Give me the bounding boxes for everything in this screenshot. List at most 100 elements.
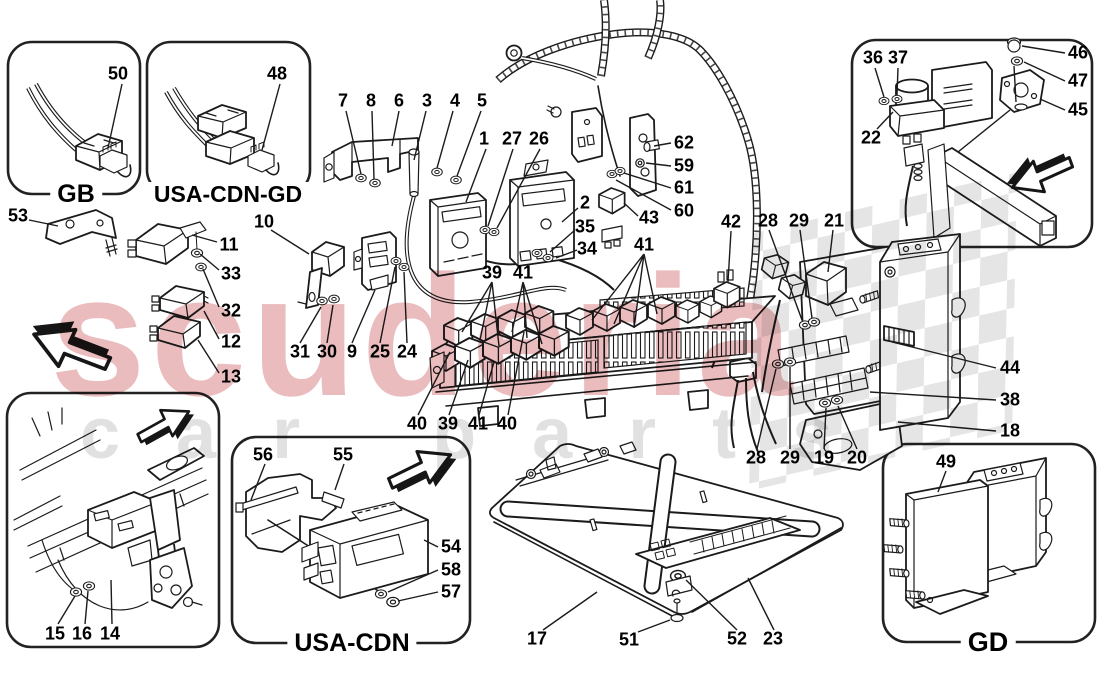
part-label-46: 46 <box>1067 42 1089 63</box>
relay-11 <box>127 221 207 265</box>
bracket-53 <box>45 209 118 257</box>
part-label-12: 12 <box>220 331 242 352</box>
part-label-41: 41 <box>467 413 489 434</box>
part-label-38: 38 <box>999 389 1021 410</box>
part-label-25: 25 <box>369 341 391 362</box>
part-label-7: 7 <box>337 90 349 111</box>
part-label-22: 22 <box>860 127 882 148</box>
part-label-30: 30 <box>316 341 338 362</box>
sensor-45 <box>999 69 1045 113</box>
fuse-cover-23 <box>635 515 801 569</box>
part-label-5: 5 <box>476 90 488 111</box>
part-label-42: 42 <box>720 211 742 232</box>
frame-top-right <box>850 37 1094 249</box>
relay-43 <box>598 187 626 249</box>
part-label-31: 31 <box>289 341 311 362</box>
part-label-24: 24 <box>396 341 418 362</box>
pin-3 <box>408 148 420 198</box>
part-label-36: 36 <box>862 47 884 68</box>
part-label-8: 8 <box>365 90 377 111</box>
part-label-9: 9 <box>346 341 358 362</box>
part-label-41: 41 <box>512 262 534 283</box>
frame-usa-cdn-gd <box>145 40 312 196</box>
plug-50 <box>99 149 128 174</box>
part-label-37: 37 <box>887 47 909 68</box>
part-label-39: 39 <box>481 262 503 283</box>
part-label-20: 20 <box>846 447 868 468</box>
module-14 <box>87 489 181 567</box>
part-label-50: 50 <box>107 63 129 84</box>
part-label-41: 41 <box>633 234 655 255</box>
control-unit-54 <box>301 501 429 599</box>
part-label-4: 4 <box>449 90 461 111</box>
part-label-48: 48 <box>266 63 288 84</box>
part-label-32: 32 <box>220 300 242 321</box>
solenoid-22 <box>889 78 945 227</box>
frame-label-usa-cdn-gd: USA-CDN-GD <box>146 182 310 206</box>
part-label-18: 18 <box>999 420 1021 441</box>
part-label-3: 3 <box>421 90 433 111</box>
plug-48 <box>247 149 275 173</box>
frame-label-gd: GD <box>960 628 1016 656</box>
part-label-43: 43 <box>638 207 660 228</box>
part-label-1: 1 <box>478 128 490 149</box>
direction-arrow <box>131 396 202 455</box>
part-label-51: 51 <box>618 629 640 650</box>
direction-arrow <box>381 437 465 504</box>
part-label-2: 2 <box>579 192 591 213</box>
part-label-45: 45 <box>1067 99 1089 120</box>
frame-label-usa-cdn: USA-CDN <box>287 630 417 656</box>
part-label-27: 27 <box>501 128 523 149</box>
direction-arrow <box>20 304 120 387</box>
part-label-54: 54 <box>440 536 462 557</box>
frame-gd <box>881 442 1097 644</box>
part-label-14: 14 <box>99 623 121 644</box>
part-label-6: 6 <box>393 90 405 111</box>
bracket-55 <box>245 473 337 553</box>
part-label-55: 55 <box>332 444 354 465</box>
part-label-19: 19 <box>813 447 835 468</box>
connector-plate-top <box>546 105 603 163</box>
part-label-13: 13 <box>220 366 242 387</box>
fuse-relay-board <box>429 269 776 427</box>
part-label-28: 28 <box>757 210 779 231</box>
frame-label-gb: GB <box>50 181 102 207</box>
relay-10 <box>297 241 345 309</box>
part-label-40: 40 <box>406 413 428 434</box>
bracket-6 <box>323 137 419 183</box>
relay-13 <box>149 315 201 349</box>
part-label-17: 17 <box>526 628 548 649</box>
bracket-59 <box>629 113 660 197</box>
part-label-21: 21 <box>823 210 845 231</box>
part-label-59: 59 <box>673 155 695 176</box>
control-unit-1 <box>429 192 487 277</box>
part-label-34: 34 <box>576 238 598 259</box>
part-label-16: 16 <box>71 623 93 644</box>
part-label-11: 11 <box>219 234 239 255</box>
control-unit-2 <box>509 159 575 267</box>
part-label-39: 39 <box>437 413 459 434</box>
part-label-26: 26 <box>528 128 550 149</box>
part-label-58: 58 <box>440 559 462 580</box>
part-label-35: 35 <box>574 216 596 237</box>
part-label-33: 33 <box>220 263 242 284</box>
part-label-40: 40 <box>496 413 518 434</box>
part-label-28: 28 <box>745 447 767 468</box>
part-label-29: 29 <box>779 447 801 468</box>
part-label-23: 23 <box>762 628 784 649</box>
rivet-51 <box>670 589 684 623</box>
mounting-tray-17 <box>489 441 844 623</box>
part-label-44: 44 <box>999 357 1021 378</box>
part-label-57: 57 <box>440 581 462 602</box>
part-label-53: 53 <box>7 205 29 226</box>
part-label-60: 60 <box>673 200 695 221</box>
module-9 <box>353 231 397 291</box>
part-label-47: 47 <box>1067 70 1089 91</box>
part-label-52: 52 <box>726 628 748 649</box>
part-label-15: 15 <box>44 623 66 644</box>
part-label-62: 62 <box>673 132 695 153</box>
shield-plate-49 <box>883 479 989 615</box>
part-label-61: 61 <box>673 177 695 198</box>
part-label-49: 49 <box>935 451 957 472</box>
